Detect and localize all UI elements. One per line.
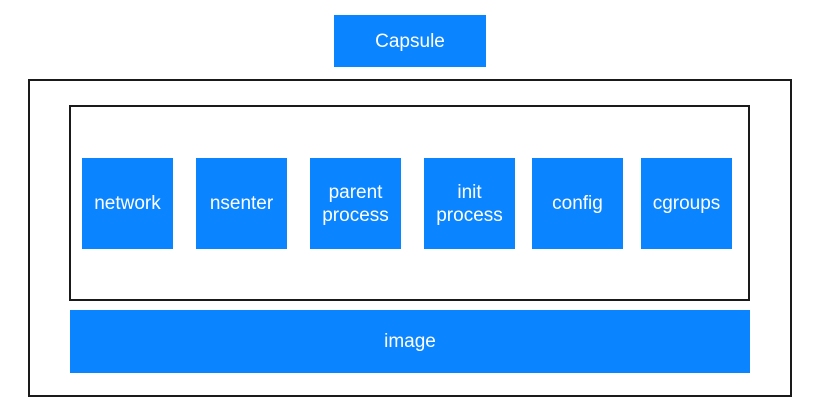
init-process-component-box: init process [424, 158, 515, 249]
parent-process-component-box: parent process [310, 158, 401, 249]
capsule-box: Capsule [334, 15, 486, 67]
process-components-frame [69, 105, 750, 301]
capsule-outer-frame [28, 79, 792, 397]
cgroups-component-box: cgroups [641, 158, 732, 249]
nsenter-component-box: nsenter [196, 158, 287, 249]
image-bar: image [70, 310, 750, 373]
network-component-box: network [82, 158, 173, 249]
config-component-box: config [532, 158, 623, 249]
